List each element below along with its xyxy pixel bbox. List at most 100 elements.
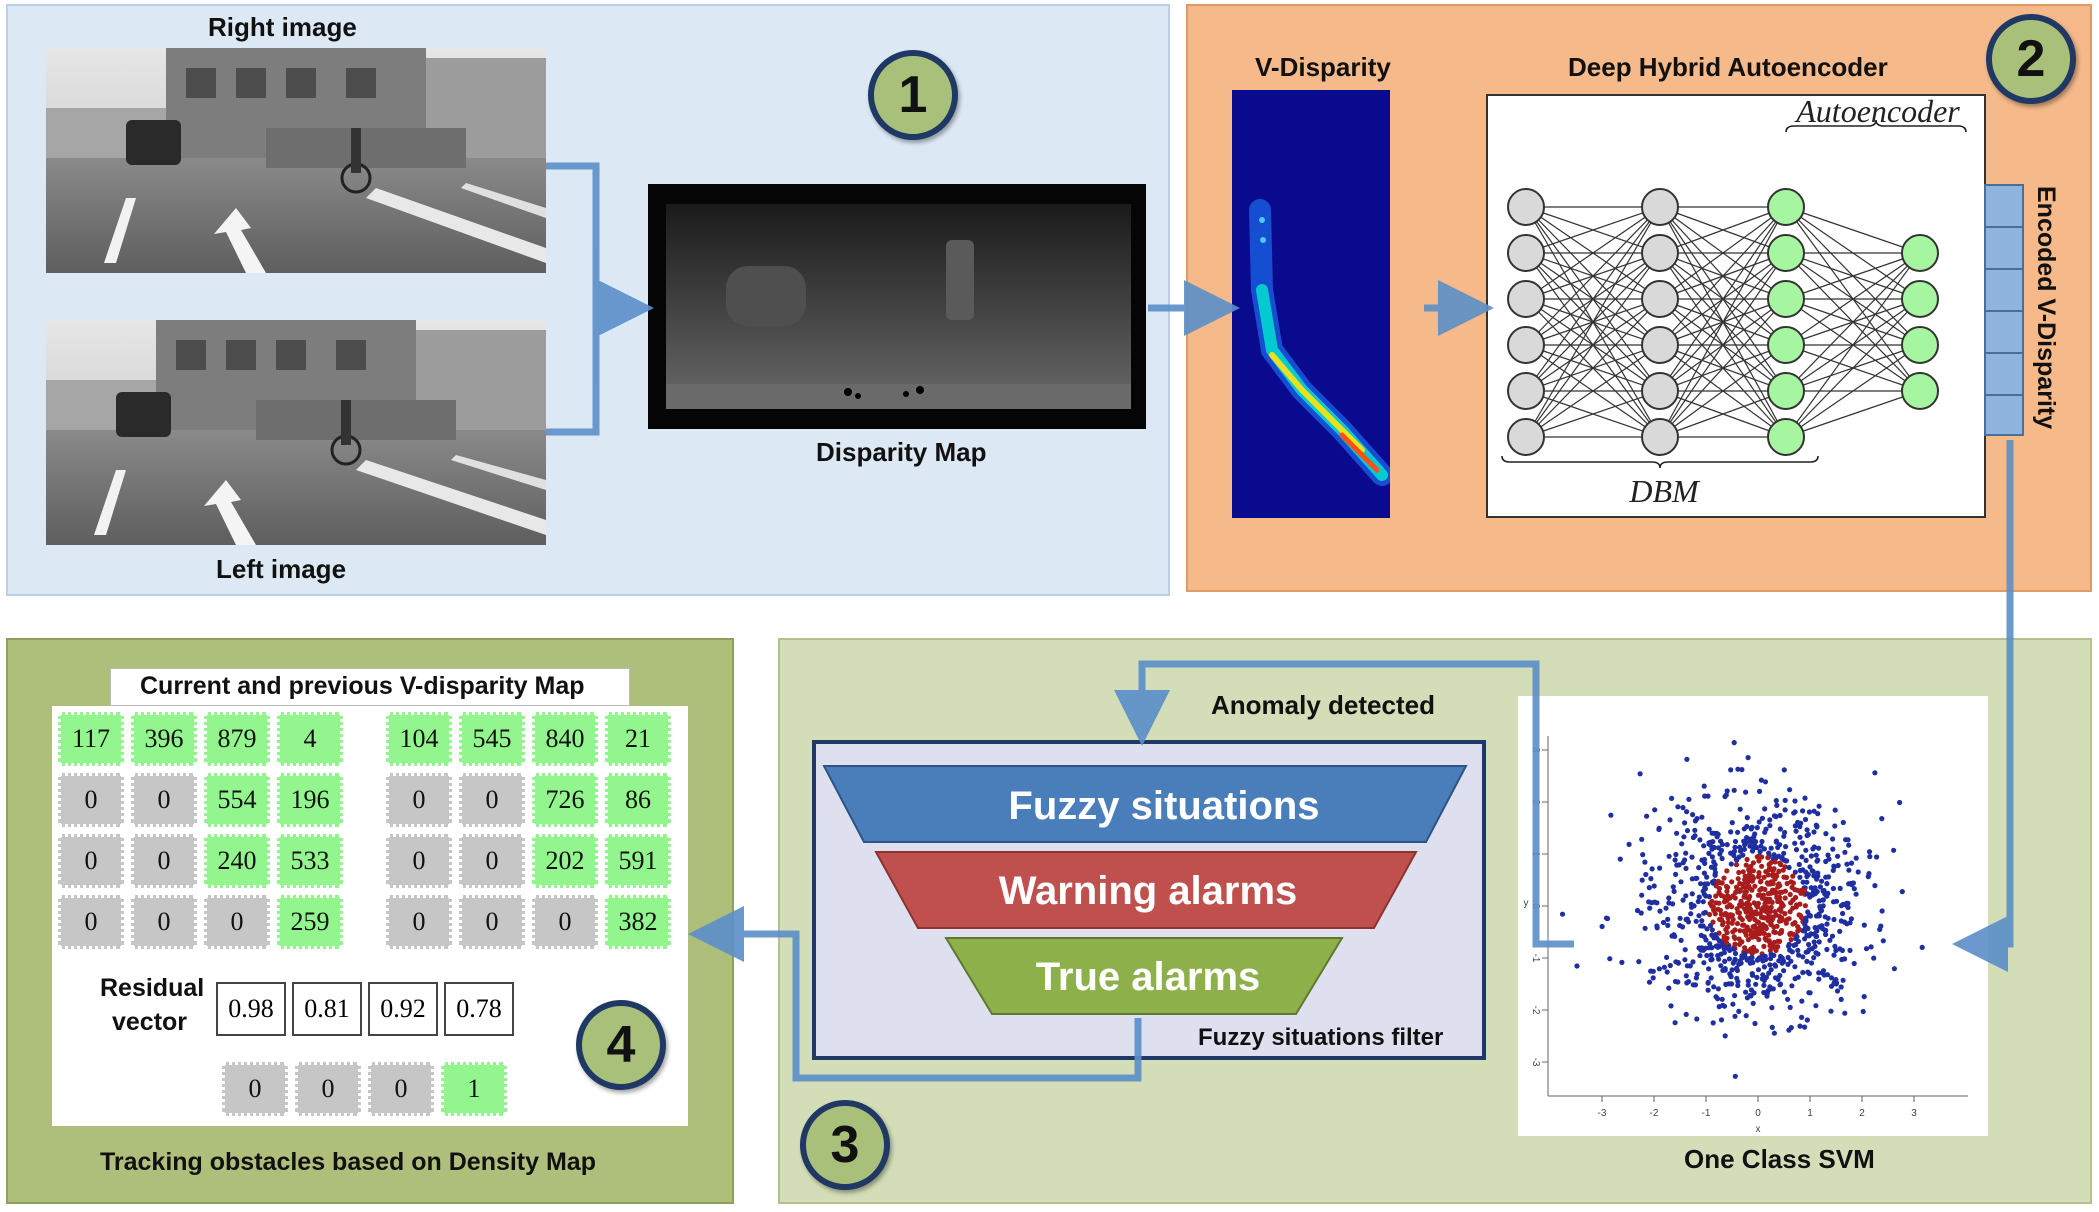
svm-point [1782,895,1788,901]
svm-point [1743,1013,1749,1019]
svm-point [1701,870,1707,876]
step-3-badge: 3 [800,1100,890,1190]
svm-point [1722,793,1728,800]
svm-point [1780,867,1786,873]
svm-point [1759,895,1765,901]
svm-point [1768,890,1774,896]
svm-point [1715,845,1722,851]
svm-point [1785,996,1791,1002]
matrix-cell: 0 [459,895,525,949]
svm-point [1639,836,1645,842]
svm-point [1774,923,1780,929]
svm-point [1821,972,1827,978]
svm-y-tick: -2 [1530,1006,1541,1015]
svm-point [1741,922,1747,928]
svm-point [1832,943,1838,949]
svm-point [1872,770,1878,776]
svm-x-tick: 0 [1755,1108,1761,1119]
svm-point [1828,1008,1834,1014]
svm-point [1665,916,1671,922]
svm-point [1699,918,1705,924]
svm-point [1842,1010,1848,1016]
svm-point [1729,967,1735,973]
svm-x-tick: 2 [1859,1108,1865,1119]
svm-point [1756,931,1763,937]
svm-point [1756,936,1762,943]
svm-point [1891,847,1897,853]
svm-point [1754,974,1760,980]
svm-point [1734,921,1741,927]
svm-point [1774,894,1780,900]
neuron [1767,188,1805,226]
svm-point [1853,855,1859,861]
svm-point [1764,880,1770,886]
svm-point [1732,1013,1738,1019]
svm-point [1782,911,1788,917]
svm-point [1737,914,1743,921]
svm-point [1772,876,1778,882]
svm-point [1814,928,1820,934]
svm-point [1709,927,1715,933]
svm-point [1682,957,1688,963]
svm-point [1727,947,1733,953]
matrix-cell: 0 [58,834,124,888]
svm-point [1799,998,1805,1004]
svm-point [1830,867,1836,873]
svm-point [1680,897,1686,903]
svm-point [1777,812,1783,819]
svm-point [1636,959,1642,965]
svm-point [1706,841,1712,847]
svm-point [1813,852,1819,858]
svm-point [1830,836,1836,842]
svm-point [1637,771,1643,777]
svm-point [1757,848,1763,855]
svm-point [1680,860,1686,866]
svm-point [1740,852,1746,858]
svm-point [1778,929,1784,936]
svm-point [1667,817,1673,823]
svm-point [1673,871,1679,877]
svm-point [1716,938,1722,944]
svm-point [1871,955,1877,961]
svm-point [1782,797,1788,803]
svm-point [1787,787,1793,793]
neuron [1901,372,1939,410]
svm-point [1777,972,1783,979]
svm-point [1755,900,1761,906]
svm-point [1696,945,1702,951]
svm-point [1701,843,1707,849]
neuron [1641,280,1679,318]
svm-point [1707,911,1713,918]
svm-point [1839,956,1845,963]
svm-point [1727,971,1733,977]
svm-point [1737,928,1743,934]
autoencoder-brace-label: Autoencoder [1794,96,1960,129]
svm-point [1750,860,1756,866]
matrix-cell: 0 [58,773,124,827]
matrix-cell: 0 [386,895,452,949]
matrix-cell: 591 [605,834,671,888]
residual-cell: 0.78 [444,982,514,1036]
svm-point [1729,920,1735,926]
svm-point [1799,840,1805,846]
neuron [1507,418,1545,456]
svm-point [1757,788,1763,794]
svm-point [1701,960,1707,966]
svm-point [1838,918,1844,924]
svm-point [1729,981,1735,987]
svm-point [1726,956,1732,962]
svm-point [1672,1020,1678,1026]
svm-point [1721,950,1727,956]
svm-point [1781,833,1787,839]
svm-point [1731,740,1737,746]
svm-point [1748,987,1754,993]
svm-point [1844,921,1850,927]
svm-point [1802,816,1809,823]
svm-point [1671,888,1677,894]
svm-point [1675,804,1681,810]
svm-point [1745,978,1751,984]
svm-point [1735,876,1741,882]
svm-point [1724,868,1730,874]
svm-point [1788,937,1794,943]
svm-point [1656,966,1662,972]
